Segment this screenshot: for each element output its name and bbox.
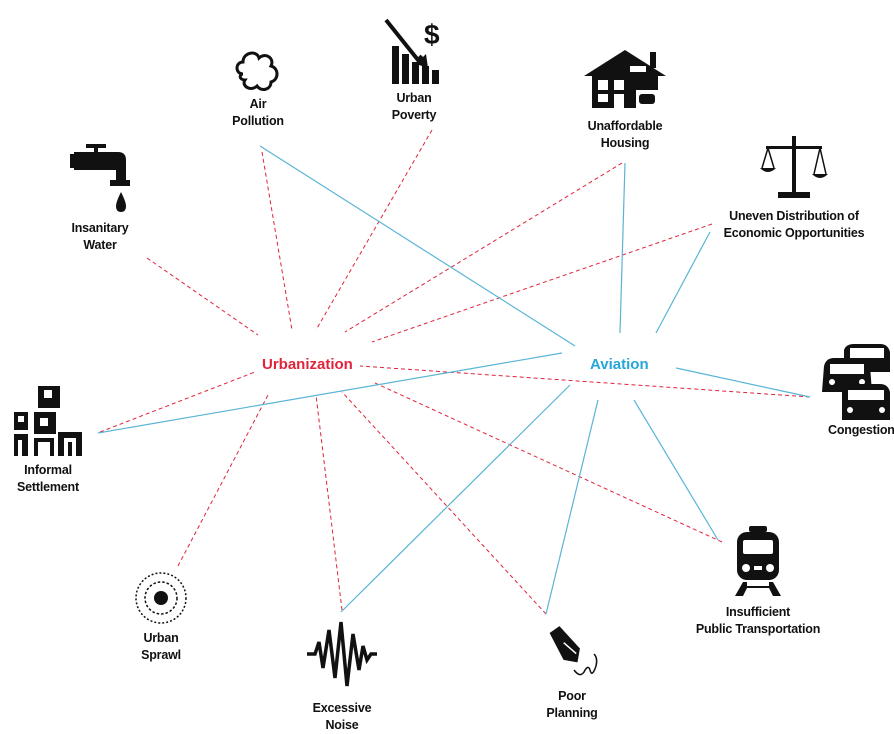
train-icon — [735, 526, 781, 596]
urbanization-to-congestion-link — [359, 365, 811, 398]
urbanization-to-poor-planning-link — [341, 391, 547, 615]
aviation-to-poor-planning-link — [545, 399, 599, 615]
aviation-to-air-pollution-link — [259, 145, 576, 347]
urbanization-to-informal-settlement-link — [99, 371, 256, 433]
scales-icon — [760, 136, 828, 198]
aviation-links — [97, 145, 811, 615]
urbanization-to-urban-poverty-link — [315, 129, 433, 331]
urbanization-to-urban-sprawl-link — [177, 394, 269, 567]
aviation-to-insufficient-transport-link — [633, 399, 719, 541]
urbanization-to-insanitary-water-link — [146, 257, 259, 336]
svg-text:$: $ — [424, 19, 440, 50]
urbanization-to-uneven-distribution-link — [371, 223, 713, 343]
congestion-label: Congestion — [828, 423, 894, 437]
noise-wave-icon — [305, 612, 379, 696]
aviation-to-unaffordable-housing-link — [619, 162, 626, 334]
aviation-to-uneven-distribution-link — [655, 231, 711, 334]
cloud-icon — [235, 51, 279, 91]
aviation-to-informal-settlement-link — [97, 352, 563, 434]
urbanization-to-air-pollution-link — [261, 151, 293, 331]
urbanization-to-insufficient-transport-link — [374, 382, 723, 543]
urbanization-to-unaffordable-housing-link — [344, 162, 623, 333]
faucet-icon — [70, 144, 130, 212]
cars-icon — [822, 344, 890, 420]
urbanization-links — [99, 129, 811, 615]
falling-chart-dollar-icon: $ — [382, 12, 446, 86]
congestion-node: Congestion — [818, 342, 894, 439]
aviation-to-excessive-noise-link — [339, 384, 571, 614]
pen-icon — [549, 626, 598, 676]
urbanization-hub-label: Urbanization — [262, 356, 353, 373]
house-icon — [584, 50, 666, 108]
urbanization-to-excessive-noise-link — [315, 394, 343, 611]
aviation-hub-label: Aviation — [590, 356, 649, 373]
settlement-blocks-icon — [10, 382, 86, 458]
aviation-to-congestion-link — [675, 367, 811, 398]
concentric-circles-icon — [135, 572, 187, 624]
